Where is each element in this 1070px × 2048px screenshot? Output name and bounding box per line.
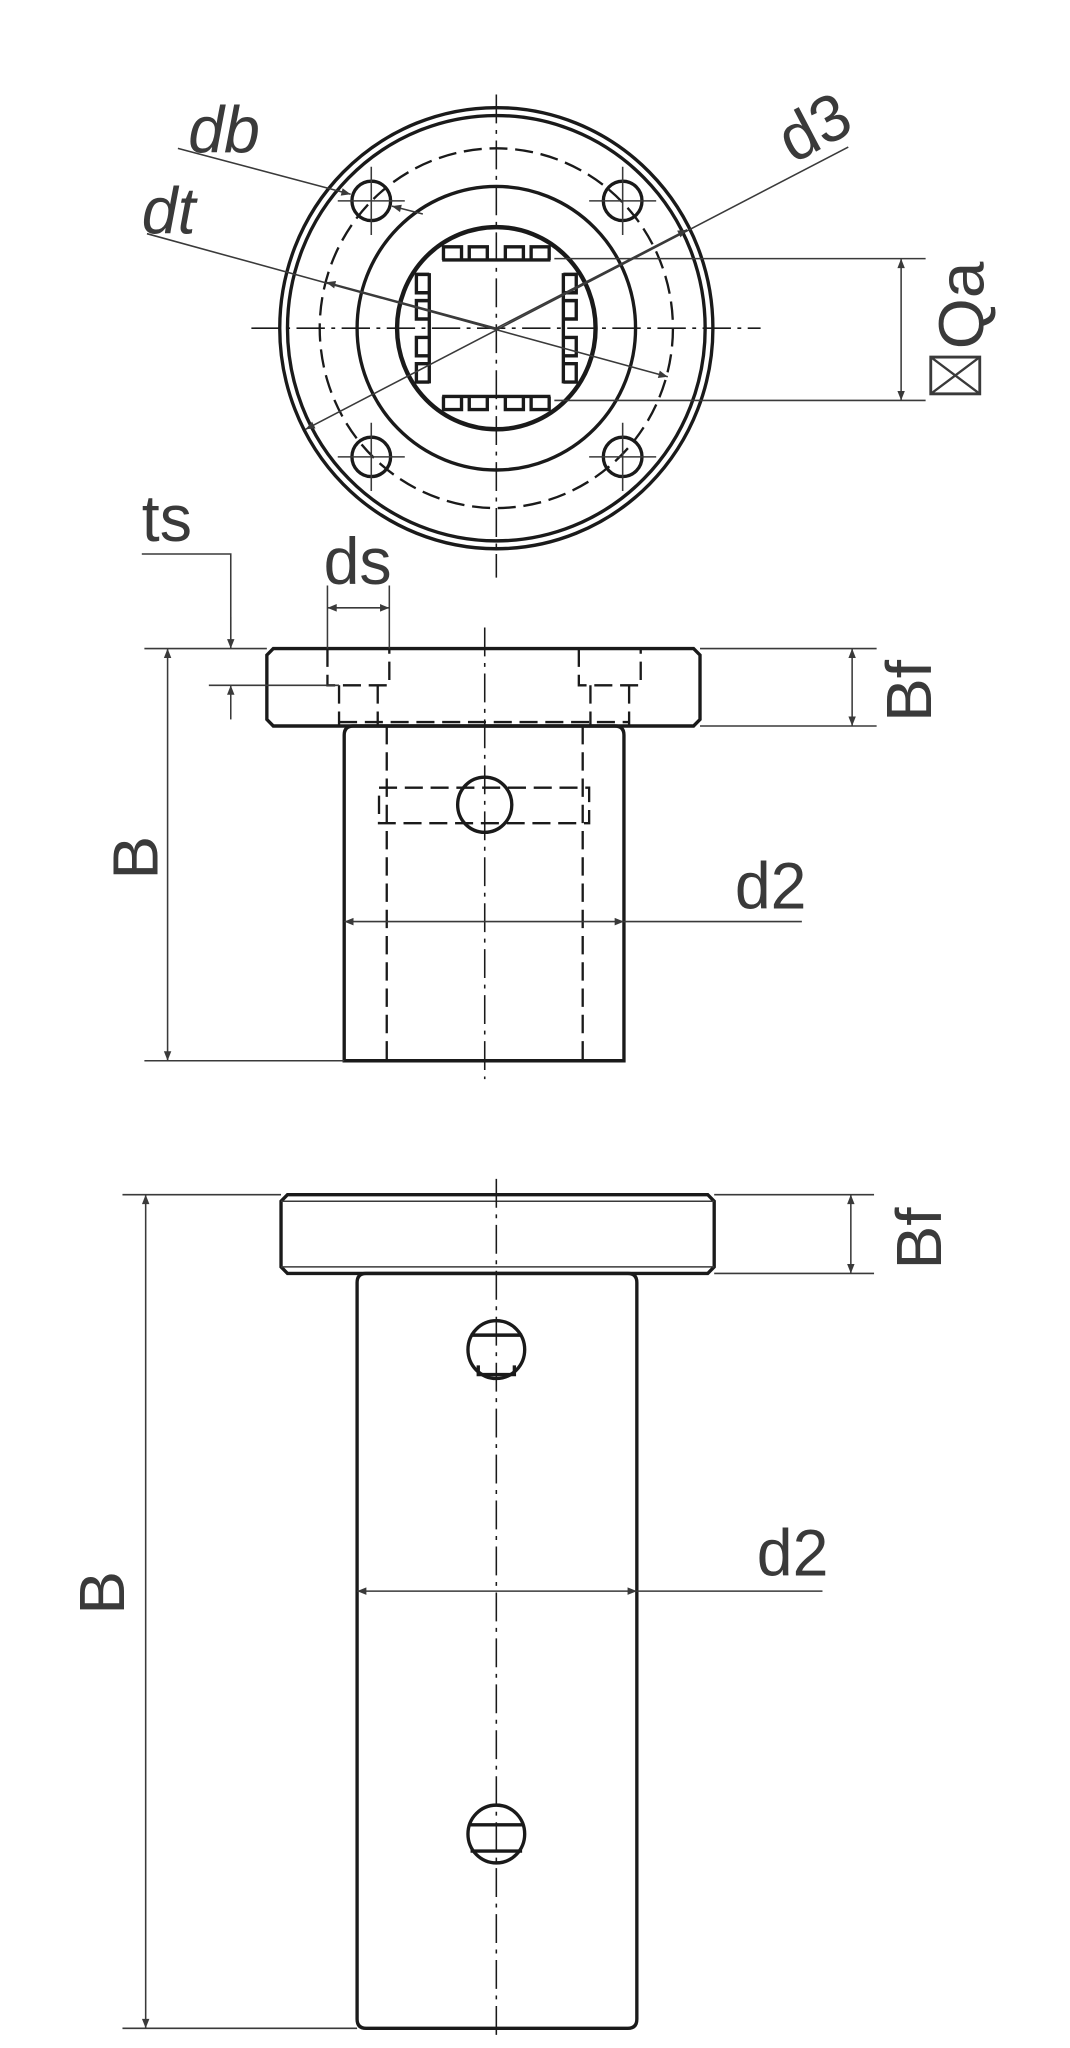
qa-extension-lines: [554, 257, 926, 402]
section-view: ts ds Bf B d2: [99, 481, 945, 1080]
body-section: [342, 724, 626, 1063]
bf-front-label: Bf: [883, 1207, 955, 1270]
front-view: Bf B d2: [65, 1178, 955, 2042]
top-view: db dt d3 Qa: [142, 77, 997, 578]
db-leader: [177, 147, 351, 196]
d3-dimension-line: [305, 146, 849, 430]
d3-label: d3: [765, 77, 862, 176]
ds-label: ds: [324, 525, 392, 599]
db-label: db: [188, 93, 260, 167]
b-front-label: B: [65, 1571, 137, 1615]
spline-teeth: [414, 245, 578, 412]
spline-tooth-group: [414, 272, 431, 384]
d2-front-label: d2: [757, 1516, 829, 1590]
spline-tooth-group: [441, 394, 551, 412]
bf-side-label: Bf: [872, 659, 944, 722]
square-with-cross-icon: [929, 355, 982, 396]
body-front: [355, 1271, 639, 2031]
ts-label: ts: [142, 481, 192, 555]
qa-label: Qa: [925, 261, 997, 349]
dt-label: dt: [142, 174, 199, 248]
spline-tooth-group: [561, 272, 578, 384]
d2-side-label: d2: [735, 849, 807, 923]
counterbore-hidden-lines: [326, 648, 642, 726]
ts-leader: [141, 553, 232, 649]
dt-dimension-line: [146, 232, 668, 378]
b-side-label: B: [99, 836, 171, 880]
spline-tooth-group: [441, 245, 551, 262]
flange-front: [279, 1192, 716, 1276]
flange-section: [265, 646, 702, 728]
mounting-holes: [337, 166, 657, 491]
